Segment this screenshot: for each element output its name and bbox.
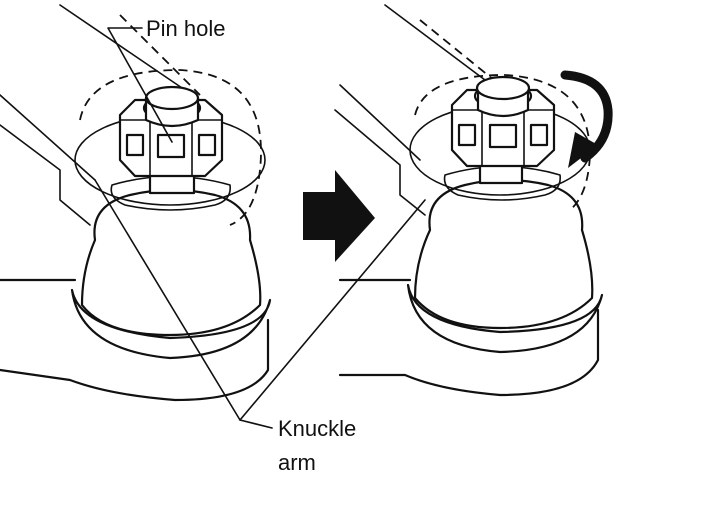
knuckle-arm-label-line2: arm xyxy=(278,450,316,475)
left-castle-nut xyxy=(118,85,224,178)
right-castle-nut xyxy=(450,75,556,168)
left-dust-boot xyxy=(80,188,262,337)
knuckle-arm-leader-left xyxy=(94,179,241,421)
left-knuckle-arm-outline xyxy=(0,4,186,226)
knuckle-arm-callout: Knuckle arm xyxy=(94,179,426,475)
left-assembly xyxy=(0,4,272,402)
right-arrow-icon xyxy=(303,170,375,262)
right-tie-rod-end xyxy=(338,278,600,397)
knuckle-arm-leader-right xyxy=(239,199,426,429)
right-knuckle-arm-hidden-edge xyxy=(419,19,501,86)
right-hidden-ring xyxy=(414,74,591,211)
pin-hole-label: Pin hole xyxy=(146,16,226,41)
curved-arrow-icon xyxy=(560,70,613,168)
right-tie-rod-base xyxy=(406,283,604,354)
left-tie-rod-base xyxy=(70,288,272,360)
right-knuckle-arm-outline xyxy=(334,4,486,216)
left-hidden-ring xyxy=(79,69,262,226)
pin-hole-leader-line xyxy=(107,27,173,143)
right-dust-boot xyxy=(413,178,594,330)
right-assembly xyxy=(334,4,613,397)
pin-hole-callout: Pin hole xyxy=(107,16,226,143)
left-tie-rod-end xyxy=(0,278,270,402)
knuckle-arm-label-line1: Knuckle xyxy=(278,416,356,441)
